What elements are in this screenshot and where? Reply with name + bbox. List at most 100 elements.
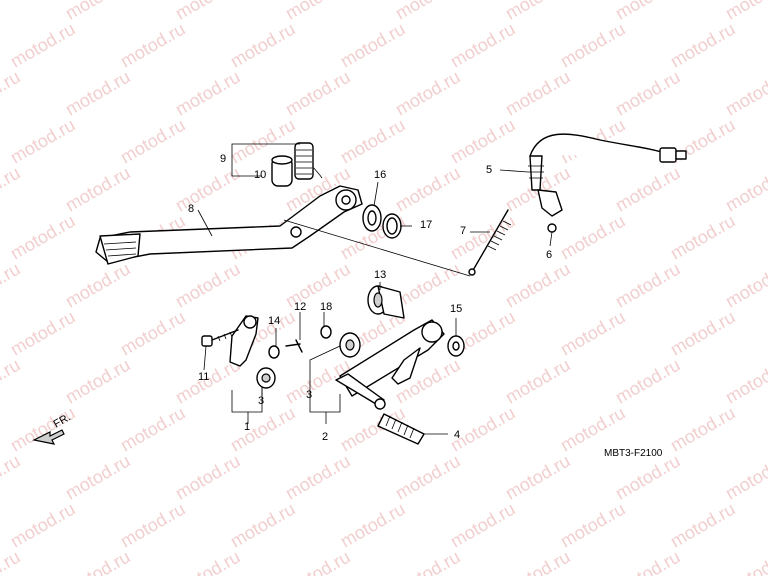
part-2-gearshift-pedal — [335, 319, 445, 410]
watermark-text: motod.ru — [557, 499, 629, 552]
watermark-text: motod.ru — [172, 451, 244, 504]
watermark-text: motod.ru — [117, 19, 189, 72]
watermark-text: motod.ru — [557, 211, 629, 264]
watermark-text: motod.ru — [612, 547, 684, 576]
watermark-text: motod.ru — [62, 547, 134, 576]
watermark-text: motod.ru — [172, 547, 244, 576]
watermark-text: motod.ru — [227, 499, 299, 552]
watermark-text: motod.ru — [337, 499, 409, 552]
watermark-text: motod.ru — [0, 355, 24, 408]
watermark-text: motod.ru — [172, 67, 244, 120]
watermark-text: motod.ru — [62, 451, 134, 504]
callout-1: 1 — [244, 421, 250, 433]
part-5-brake-switch — [528, 133, 687, 191]
part-1-arm — [229, 315, 259, 367]
callout-3: 3 — [258, 395, 264, 407]
watermark-text: motod.ru — [62, 163, 134, 216]
watermark-text: motod.ru — [557, 19, 629, 72]
watermark-text: motod.ru — [667, 211, 739, 264]
watermark-text: motod.ru — [117, 307, 189, 360]
watermark-text: motod.ru — [62, 0, 134, 23]
callout-17: 17 — [420, 219, 432, 231]
watermark-text: motod.ru — [337, 19, 409, 72]
watermark-text: motod.ru — [172, 259, 244, 312]
callout-4: 4 — [454, 429, 460, 441]
watermark-text: motod.ru — [502, 547, 574, 576]
part-10-collar — [271, 155, 293, 187]
part-14-nut — [268, 345, 280, 359]
callout-14: 14 — [268, 315, 280, 327]
watermark-text: motod.ru — [667, 19, 739, 72]
watermark-text: motod.ru — [502, 451, 574, 504]
watermark-text: motod.ru — [282, 0, 354, 23]
watermark-text: motod.ru — [227, 403, 299, 456]
watermark-text: motod.ru — [392, 547, 464, 576]
watermark-text: motod.ru — [502, 0, 574, 23]
watermark-text: motod.ru — [557, 307, 629, 360]
watermark-text: motod.ru — [117, 115, 189, 168]
part-4-rubber — [377, 413, 425, 445]
watermark-text: motod.ru — [172, 0, 244, 23]
part-17-nut — [320, 325, 332, 339]
watermark-text: motod.ru — [392, 67, 464, 120]
callout-11: 11 — [198, 371, 209, 383]
callout-5: 5 — [486, 164, 492, 176]
part-3-joint-left — [256, 367, 276, 389]
watermark-text: motod.ru — [612, 67, 684, 120]
watermark-text: motod.ru — [667, 499, 739, 552]
watermark-text: motod.ru — [282, 451, 354, 504]
part-13-collar — [367, 285, 405, 319]
watermark-text: motod.ru — [117, 403, 189, 456]
watermark-text: motod.ru — [172, 163, 244, 216]
callout-8: 8 — [188, 203, 194, 215]
watermark-text: motod.ru — [0, 547, 24, 576]
watermark-text: motod.ru — [0, 451, 24, 504]
watermark-text: motod.ru — [0, 163, 24, 216]
callout-10: 10 — [254, 169, 266, 181]
watermark-text: motod.ru — [337, 115, 409, 168]
watermark-text: motod.ru — [612, 259, 684, 312]
watermark-text: motod.ru — [447, 19, 519, 72]
watermark-text: motod.ru — [502, 259, 574, 312]
part-7-rod — [468, 209, 512, 276]
watermark-text: motod.ru — [722, 355, 768, 408]
part-12-bolt — [285, 339, 303, 353]
diagram-code: MBT3-F2100 — [604, 448, 663, 459]
watermark-text: motod.ru — [7, 19, 79, 72]
watermark-text: motod.ru — [722, 67, 768, 120]
watermark-text: motod.ru — [62, 259, 134, 312]
watermark-text: motod.ru — [392, 163, 464, 216]
watermark-text: motod.ru — [667, 307, 739, 360]
callout-3: 3 — [306, 389, 312, 401]
part-16-seal — [362, 204, 382, 232]
watermark-text: motod.ru — [502, 67, 574, 120]
front-direction-arrow — [32, 429, 65, 445]
callout-6: 6 — [546, 249, 552, 261]
callout-2: 2 — [322, 431, 328, 443]
watermark-text: motod.ru — [0, 67, 24, 120]
callout-15: 15 — [450, 303, 462, 315]
callout-12: 12 — [294, 301, 306, 313]
watermark-text: motod.ru — [7, 307, 79, 360]
watermark-text: motod.ru — [0, 259, 24, 312]
watermark-text: motod.ru — [7, 403, 79, 456]
watermark-text: motod.ru — [447, 115, 519, 168]
watermark-text: motod.ru — [282, 259, 354, 312]
callout-9: 9 — [220, 153, 226, 165]
watermark-text: motod.ru — [612, 0, 684, 23]
part-6-clip — [537, 189, 563, 233]
part-15-washer — [447, 335, 465, 357]
watermark-text: motod.ru — [722, 259, 768, 312]
watermark-text: motod.ru — [62, 355, 134, 408]
watermark-text: motod.ru — [612, 163, 684, 216]
watermark-text: motod.ru — [722, 547, 768, 576]
watermark-text: motod.ru — [227, 19, 299, 72]
callout-13: 13 — [374, 269, 386, 281]
callout-18: 18 — [320, 301, 332, 313]
watermark-text: motod.ru — [0, 0, 24, 23]
watermark-text: motod.ru — [62, 67, 134, 120]
part-11-bolt — [201, 329, 239, 347]
watermark-text: motod.ru — [392, 451, 464, 504]
part-3-joint-right — [339, 332, 361, 358]
